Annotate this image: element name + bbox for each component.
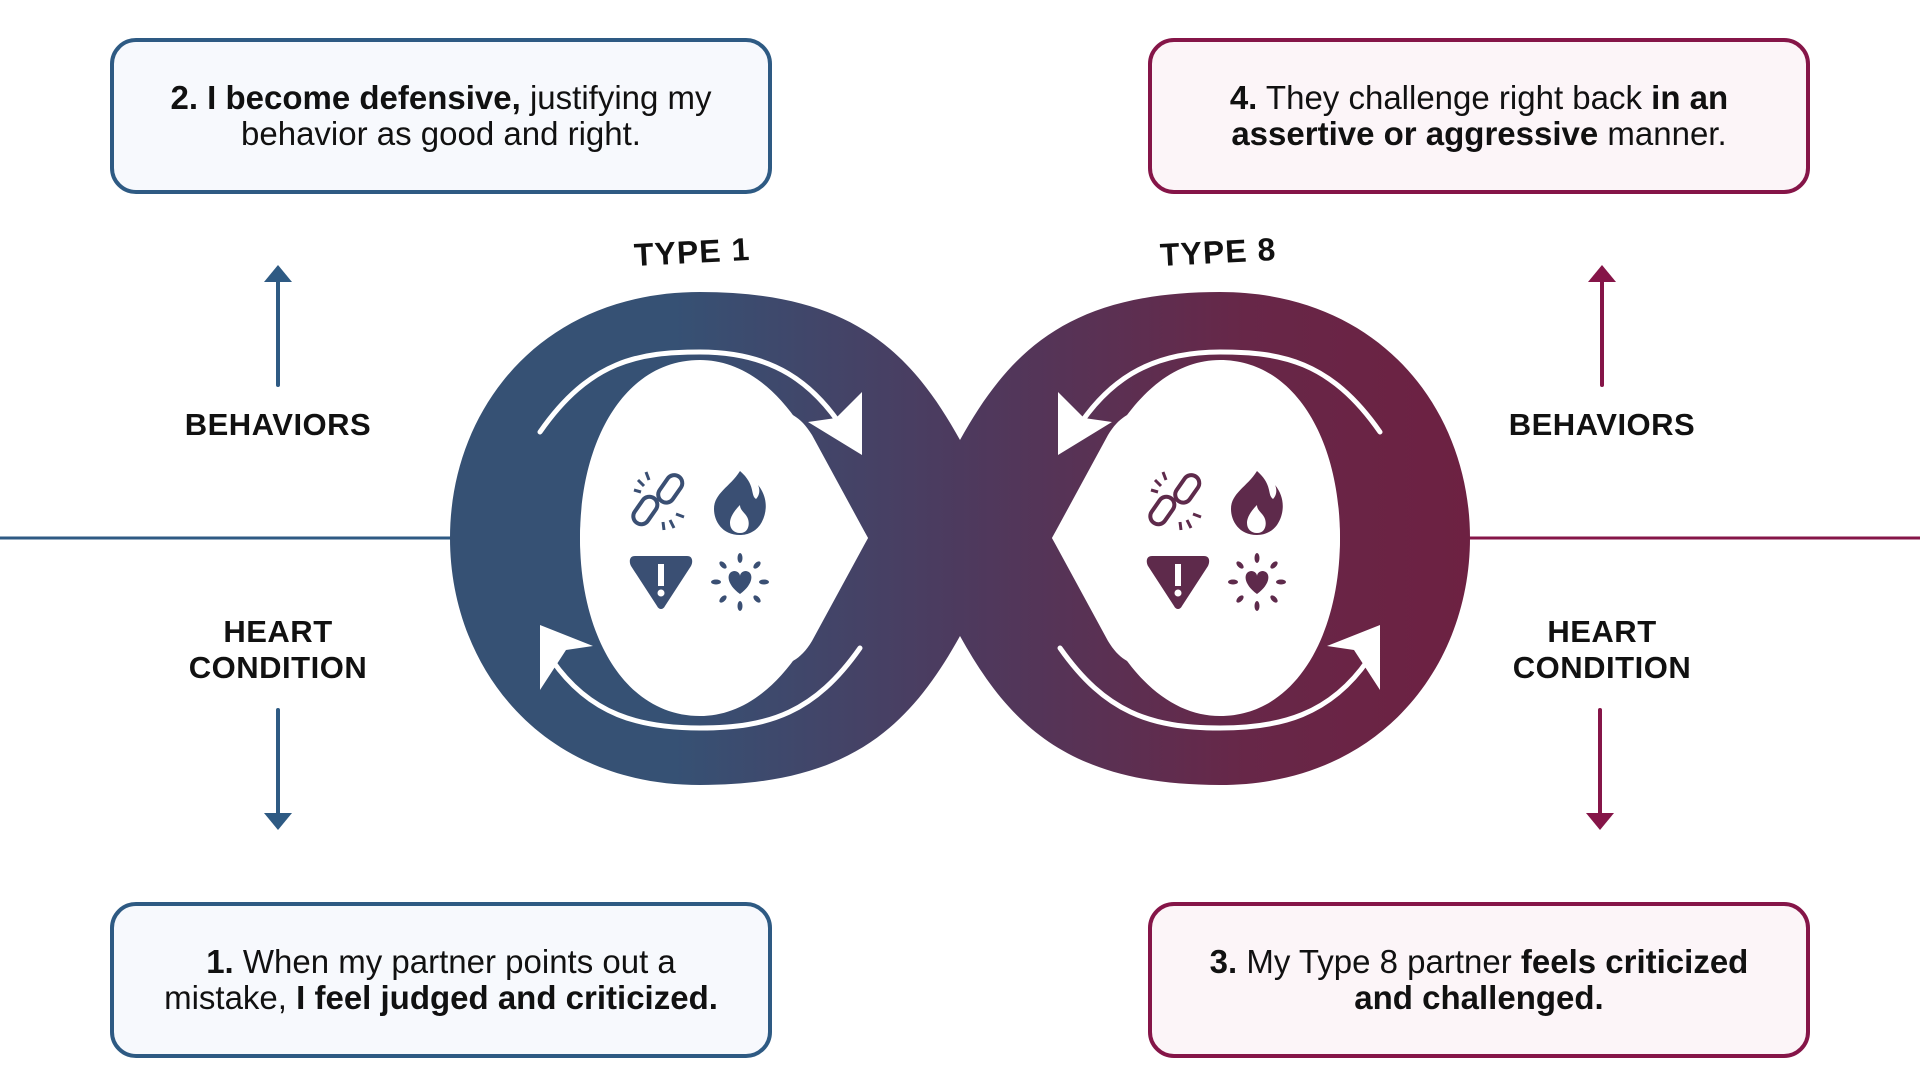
left-heart-line1: HEART — [223, 614, 333, 649]
right-down-arrow — [1586, 708, 1614, 830]
broken-link-icon — [1148, 471, 1202, 531]
step-3-normal: My Type 8 partner — [1237, 943, 1521, 980]
step-2-normal: justifying my behavior as good and right… — [241, 79, 712, 152]
left-heart-line2: CONDITION — [188, 650, 368, 685]
right-heart-line2: CONDITION — [1512, 650, 1692, 685]
step-3-box: 3. My Type 8 partner feels criticized an… — [1148, 902, 1810, 1058]
right-cycle-arrow-top — [1058, 349, 1383, 455]
left-cycle-arrow-top — [537, 349, 862, 455]
left-down-arrow — [264, 708, 292, 830]
fire-icon — [1231, 471, 1283, 535]
step-4-box: 4. They challenge right back in an asser… — [1148, 38, 1810, 194]
left-cycle-arrow-bottom — [540, 625, 863, 731]
step-4-normal: They challenge right back — [1257, 79, 1652, 116]
step-3-bold: feels criticized and challenged. — [1354, 943, 1749, 1016]
step-2-bold: 2. I become defensive, — [170, 79, 521, 116]
right-inner-eye — [1052, 360, 1340, 716]
left-behaviors-label: BEHAVIORS — [184, 407, 372, 442]
step-3-text: 3. My Type 8 partner feels criticized an… — [1202, 944, 1756, 1016]
step-1-text: 1. When my partner points out a mistake,… — [164, 944, 718, 1016]
warning-icon — [1146, 556, 1210, 609]
step-1-normal: When my partner points out a mistake, — [164, 943, 676, 1016]
left-inner-eye — [580, 360, 868, 716]
step-4-text: 4. They challenge right back in an asser… — [1202, 80, 1756, 152]
left-up-arrow — [264, 265, 292, 387]
right-behaviors-label: BEHAVIORS — [1508, 407, 1696, 442]
step-1-bold: I feel judged and criticized. — [296, 979, 718, 1016]
right-up-arrow — [1588, 265, 1616, 387]
heart-burst-icon — [1228, 553, 1286, 611]
step-3-number: 3. — [1209, 943, 1238, 980]
step-1-box: 1. When my partner points out a mistake,… — [110, 902, 772, 1058]
left-icon-group — [629, 471, 769, 611]
fire-icon — [714, 471, 766, 535]
step-2-text: 2. I become defensive, justifying my beh… — [164, 80, 718, 152]
right-heart-condition-label: HEART CONDITION — [1452, 614, 1752, 686]
right-icon-group — [1146, 471, 1286, 611]
broken-link-icon — [631, 471, 685, 531]
warning-icon — [629, 556, 693, 609]
type-8-label: TYPE 8 — [1159, 230, 1278, 274]
step-4-number: 4. — [1229, 79, 1258, 116]
step-2-box: 2. I become defensive, justifying my beh… — [110, 38, 772, 194]
right-cycle-arrow-bottom — [1057, 625, 1380, 731]
heart-burst-icon — [711, 553, 769, 611]
left-heart-condition-label: HEART CONDITION — [128, 614, 428, 686]
right-heart-line1: HEART — [1547, 614, 1657, 649]
type-1-label: TYPE 1 — [633, 230, 752, 274]
step-1-number: 1. — [206, 943, 234, 980]
step-4-end: manner. — [1598, 115, 1727, 152]
step-4-bold: in an assertive or aggressive — [1231, 79, 1729, 152]
